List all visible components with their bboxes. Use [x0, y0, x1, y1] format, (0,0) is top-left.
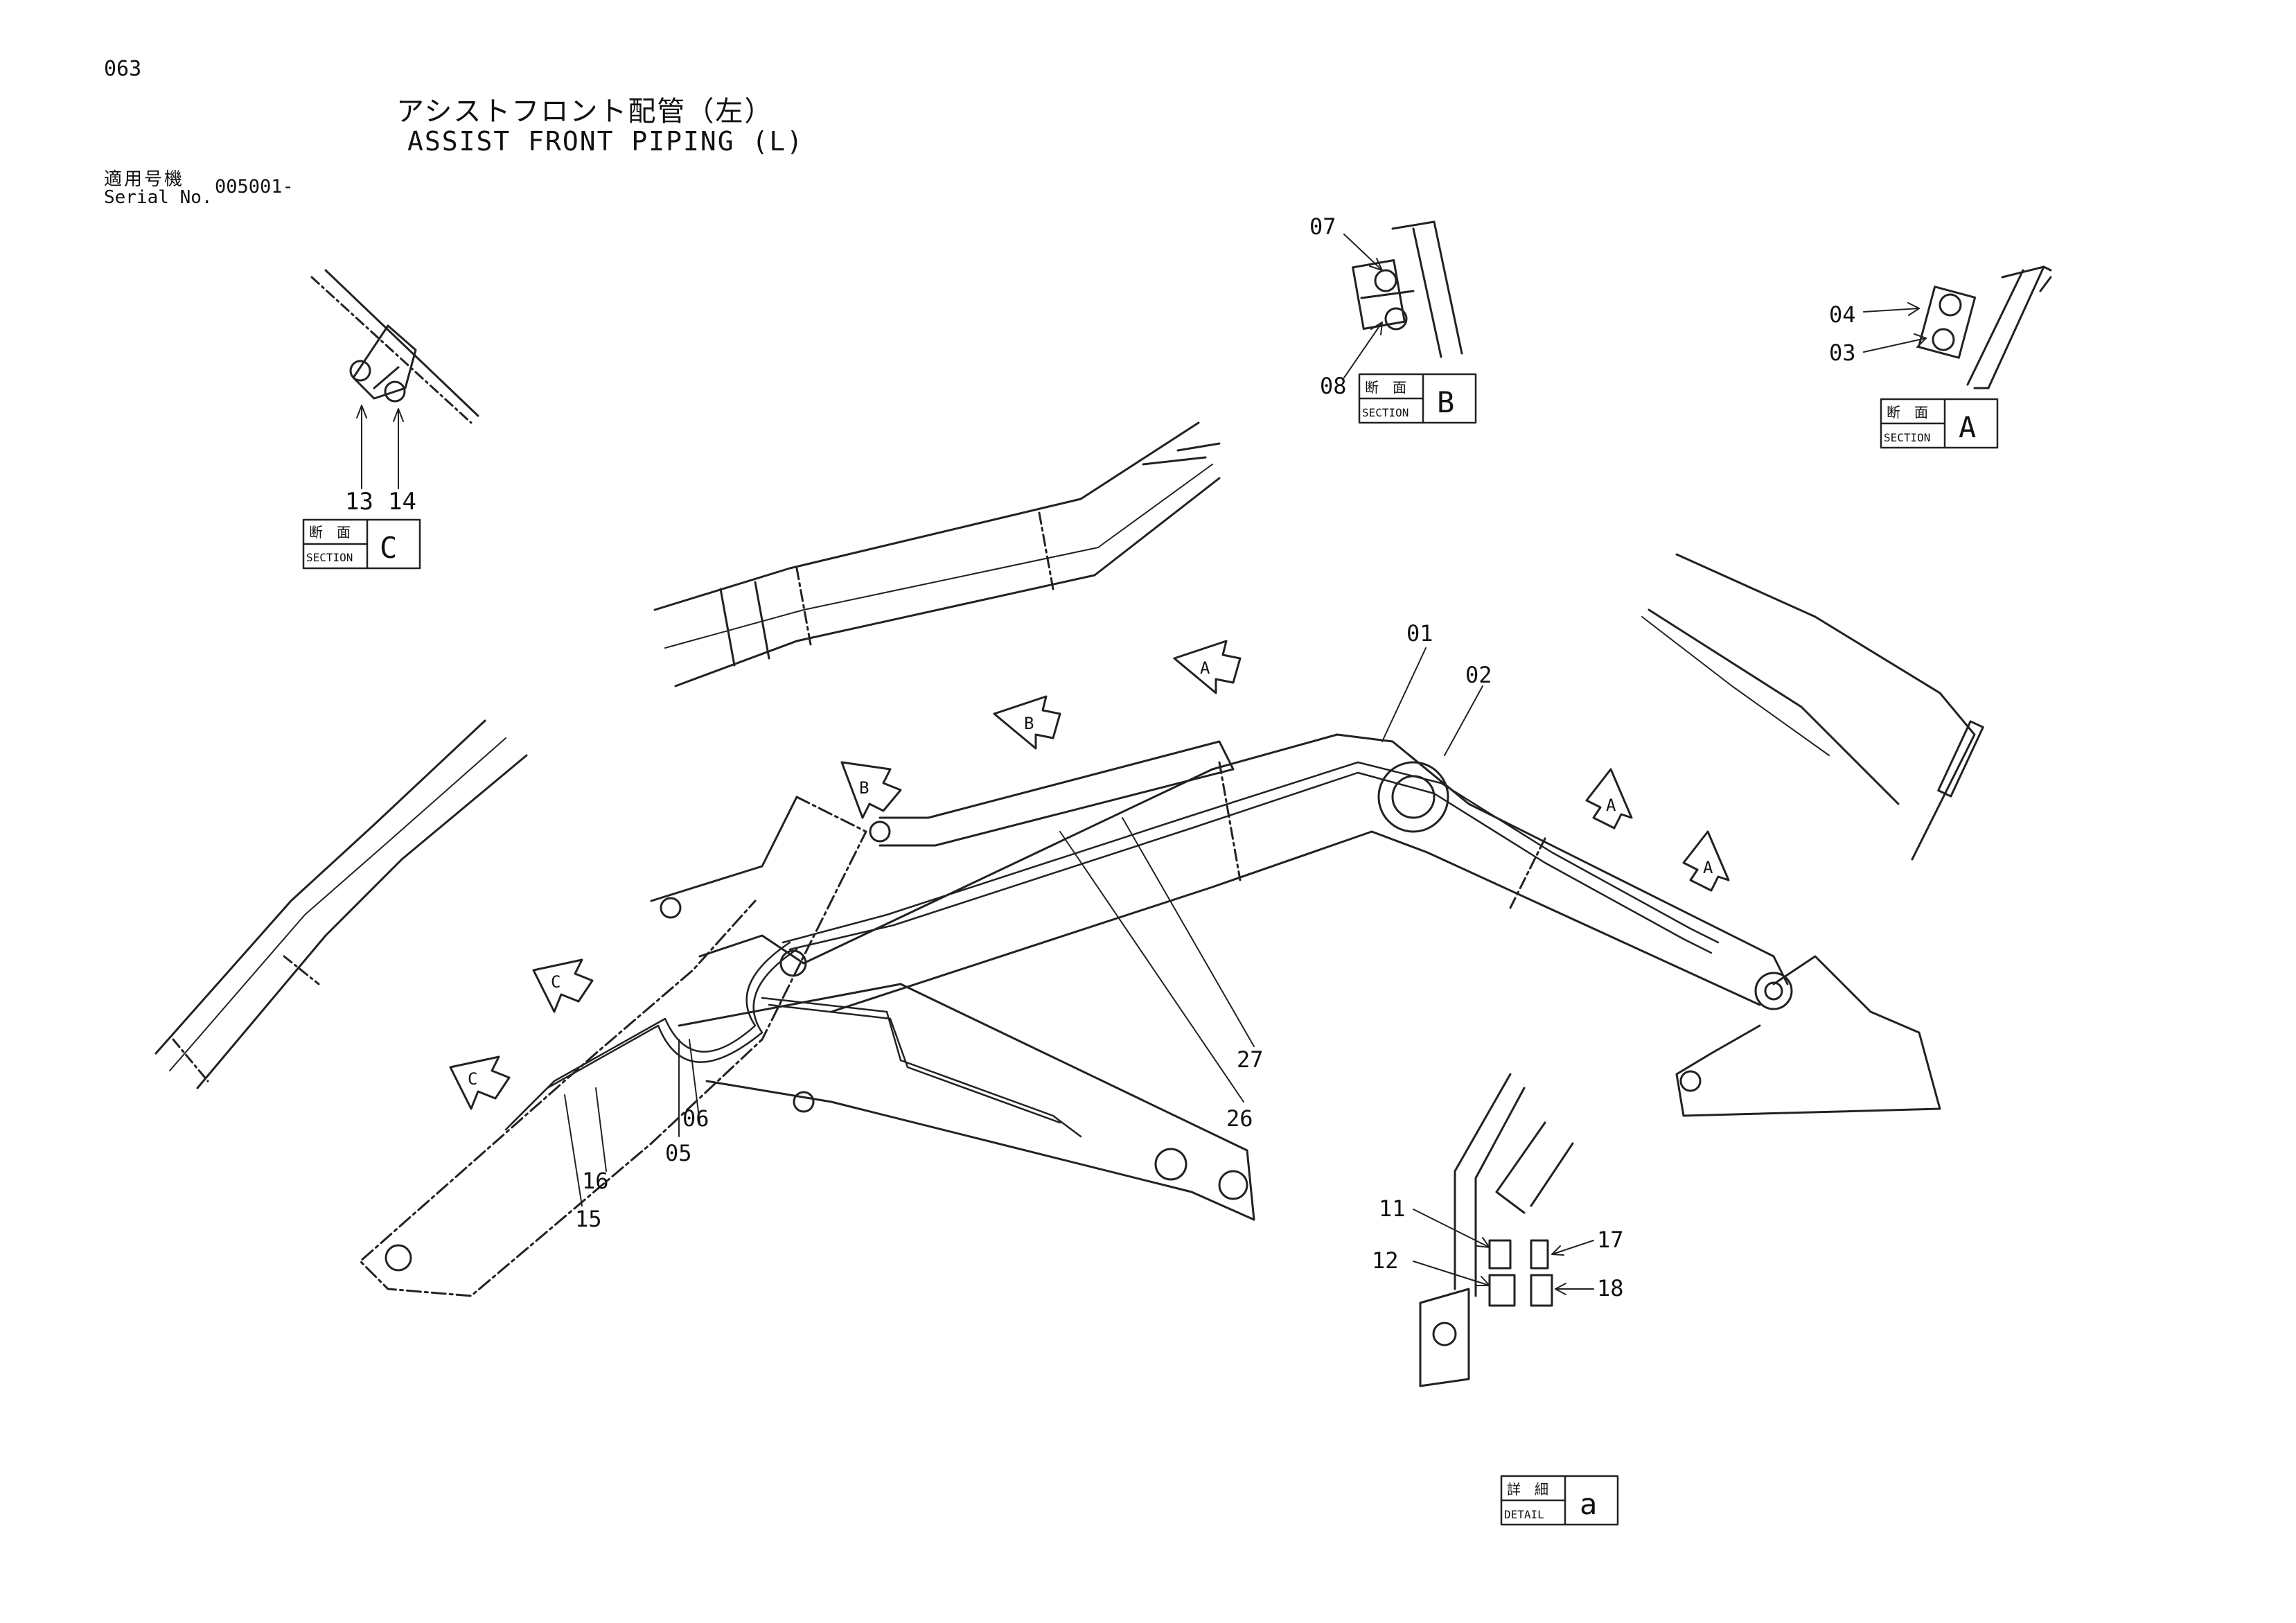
part-14: 14 — [388, 488, 416, 516]
section-b-box — [1358, 373, 1477, 424]
part-16: 16 — [582, 1168, 609, 1194]
serial-label-japanese: 適用号機 — [104, 169, 185, 190]
view-arrow-a1: A — [1200, 658, 1210, 678]
section-c-letter: C — [380, 531, 397, 565]
section-b-labels: 07 08 断 面 SECTION B — [1309, 213, 1454, 419]
view-arrow-a3: A — [1703, 858, 1713, 877]
section-a-leaders — [1863, 302, 1927, 353]
title-english: ASSIST FRONT PIPING (L) — [407, 126, 804, 157]
detail-a-labels: 11 12 17 18 詳 細 DETAIL a — [1372, 1195, 1624, 1521]
section-a-letter: A — [1959, 410, 1976, 444]
part-04: 04 — [1829, 301, 1856, 328]
boom-foot-view — [1641, 553, 1984, 861]
assist-arm — [678, 983, 1255, 1221]
section-c-view — [310, 269, 479, 424]
boom-foot — [1675, 955, 1941, 1117]
boom — [802, 733, 1789, 1013]
arm-strip-view-c — [154, 719, 528, 1089]
serial-label-english: Serial No. — [104, 187, 213, 208]
view-arrow-c2: C — [468, 1069, 477, 1089]
part-06: 06 — [682, 1105, 709, 1132]
view-arrow-labels: A B B A A C C — [468, 658, 1713, 1089]
detail-a-kanji: 詳 細 — [1507, 1481, 1548, 1498]
section-a-box — [1880, 398, 1999, 449]
section-a-kanji: 断 面 — [1887, 404, 1928, 421]
section-a-view — [1917, 265, 2052, 389]
detail-a-letter: a — [1580, 1487, 1597, 1521]
section-a-sub: SECTION — [1884, 431, 1930, 444]
arm — [359, 796, 867, 1297]
title-japanese: アシストフロント配管（左） — [396, 96, 774, 128]
part-leaders — [564, 647, 1483, 1207]
part-01: 01 — [1406, 620, 1433, 647]
arm-strip-view-b — [653, 421, 1221, 687]
view-arrow-b1: B — [1024, 714, 1034, 733]
view-arrow-a2: A — [1606, 796, 1616, 815]
view-arrow-shapes — [449, 640, 1730, 1110]
part-08: 08 — [1320, 373, 1347, 399]
detail-a-box — [1500, 1475, 1619, 1526]
part-11: 11 — [1379, 1195, 1406, 1222]
detail-a-leaders — [1413, 1209, 1594, 1295]
section-b-sub: SECTION — [1362, 406, 1408, 419]
detail-a-view — [1419, 1073, 1574, 1387]
section-c-sub: SECTION — [306, 551, 353, 564]
part-26: 26 — [1226, 1105, 1253, 1132]
main-part-labels: 01 02 27 26 06 05 16 15 — [575, 620, 1492, 1232]
section-b-kanji: 断 面 — [1365, 379, 1406, 396]
hydraulic-piping — [504, 761, 1720, 1138]
part-12: 12 — [1372, 1247, 1399, 1274]
section-c-labels: 13 14 断 面 SECTION C — [306, 488, 416, 565]
section-c-box — [302, 518, 421, 570]
section-b-letter: B — [1437, 385, 1454, 419]
section-b-leaders — [1343, 234, 1383, 378]
section-c-kanji: 断 面 — [309, 524, 351, 541]
view-arrow-c1: C — [551, 972, 560, 992]
boom-cylinder — [869, 740, 1235, 847]
serial-number-value: 005001- — [215, 176, 294, 198]
section-a-labels: 04 03 断 面 SECTION A — [1829, 301, 1976, 444]
view-arrow-b2: B — [859, 778, 869, 798]
part-15: 15 — [575, 1206, 602, 1232]
part-07: 07 — [1309, 213, 1336, 240]
part-18: 18 — [1597, 1275, 1624, 1301]
section-b-view — [1352, 220, 1463, 358]
detail-a-sub: DETAIL — [1504, 1508, 1544, 1521]
section-c-leaders — [356, 405, 404, 489]
part-02: 02 — [1465, 662, 1492, 688]
part-13: 13 — [345, 488, 373, 516]
part-17: 17 — [1597, 1227, 1624, 1253]
page-number: 063 — [104, 57, 142, 81]
part-27: 27 — [1237, 1046, 1264, 1073]
part-03: 03 — [1829, 340, 1856, 366]
part-05: 05 — [665, 1140, 692, 1166]
